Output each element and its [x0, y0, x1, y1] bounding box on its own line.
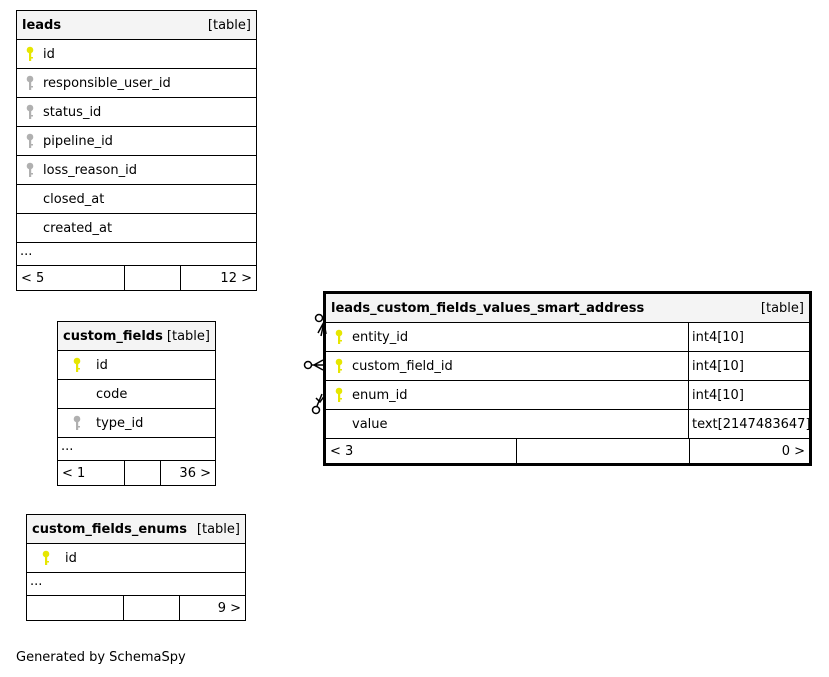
more-columns: ... [58, 438, 215, 461]
column-row[interactable]: closed_at [17, 185, 256, 214]
table-header[interactable]: leads_custom_fields_values_smart_address… [326, 294, 809, 323]
rows-count [124, 461, 160, 485]
column-name: custom_field_id [352, 358, 453, 374]
parents-count[interactable] [27, 596, 123, 620]
table-footer: < 3 0 > [326, 439, 809, 463]
column-name: code [96, 386, 128, 402]
column-name: loss_reason_id [43, 162, 137, 178]
table-leads[interactable]: leads [table] id responsible_user_id status_… [16, 10, 257, 291]
table-name: custom_fields [63, 328, 163, 344]
column-row[interactable]: responsible_user_id [17, 69, 256, 98]
rows-count [124, 266, 180, 290]
column-row[interactable]: loss_reason_id [17, 156, 256, 185]
foreign-key-icon [17, 133, 43, 149]
column-row[interactable]: custom_field_id int4[10] [326, 352, 809, 381]
column-name: status_id [43, 104, 102, 120]
parents-count[interactable]: < 1 [62, 465, 86, 481]
table-footer: < 1 36 > [58, 461, 215, 485]
column-row[interactable]: code [58, 380, 215, 409]
foreign-key-icon [17, 162, 43, 178]
parents-count[interactable]: < 5 [21, 270, 45, 286]
foreign-key-icon [58, 415, 96, 431]
primary-key-icon [27, 550, 65, 566]
column-row[interactable]: enum_id int4[10] [326, 381, 809, 410]
primary-key-icon [326, 358, 352, 374]
rows-count [515, 439, 690, 463]
more-columns: ... [17, 243, 256, 266]
column-row[interactable]: entity_id int4[10] [326, 323, 809, 352]
table-kind: [table] [207, 17, 251, 33]
relationship-custom-field [303, 359, 324, 371]
foreign-key-icon [17, 104, 43, 120]
column-row[interactable]: id [27, 544, 245, 573]
column-name: closed_at [43, 191, 105, 207]
more-columns: ... [27, 573, 245, 596]
column-type: int4[10] [688, 352, 809, 380]
children-count[interactable]: 0 > [689, 439, 809, 463]
children-count[interactable]: 12 > [179, 266, 256, 290]
table-custom-fields-enums[interactable]: custom_fields_enums [table] id...9 > [26, 514, 246, 621]
column-row[interactable]: type_id [58, 409, 215, 438]
column-name: created_at [43, 220, 113, 236]
children-count[interactable]: 9 > [178, 596, 245, 620]
generated-by-credit: Generated by SchemaSpy [16, 650, 186, 665]
table-footer: 9 > [27, 596, 245, 620]
column-row[interactable]: id [17, 40, 256, 69]
rows-count [123, 596, 179, 620]
column-name: pipeline_id [43, 133, 113, 149]
table-header[interactable]: custom_fields_enums [table] [27, 515, 245, 544]
column-name: id [96, 357, 108, 373]
table-kind: [table] [760, 300, 804, 316]
column-row[interactable]: value text[2147483647] [326, 410, 811, 439]
column-name: id [65, 550, 77, 566]
parents-count[interactable]: < 3 [330, 443, 354, 459]
column-row[interactable]: pipeline_id [17, 127, 256, 156]
column-name: value [352, 416, 388, 432]
column-type: text[2147483647] [688, 410, 811, 438]
column-type: int4[10] [688, 323, 809, 351]
table-header[interactable]: custom_fields[table] [58, 322, 215, 351]
table-kind: [table] [166, 328, 210, 344]
primary-key-icon [58, 357, 96, 373]
table-leads-custom-fields-values-smart-address[interactable]: leads_custom_fields_values_smart_address… [323, 291, 812, 466]
column-name: id [43, 46, 55, 62]
column-row[interactable]: status_id [17, 98, 256, 127]
foreign-key-icon [17, 75, 43, 91]
table-kind: [table] [196, 521, 240, 537]
column-name: responsible_user_id [43, 75, 171, 91]
primary-key-icon [326, 329, 352, 345]
primary-key-icon [326, 387, 352, 403]
column-row[interactable]: created_at [17, 214, 256, 243]
children-count[interactable]: 36 > [159, 461, 215, 485]
column-name: type_id [96, 415, 144, 431]
table-name: leads [22, 17, 62, 33]
column-row[interactable]: id [58, 351, 215, 380]
table-header[interactable]: leads [table] [17, 11, 256, 40]
column-name: entity_id [352, 329, 409, 345]
table-name: leads_custom_fields_values_smart_address [331, 300, 645, 316]
table-name: custom_fields_enums [32, 521, 187, 537]
column-name: enum_id [352, 387, 408, 403]
table-footer: < 5 12 > [17, 266, 256, 290]
primary-key-icon [17, 46, 43, 62]
column-type: int4[10] [688, 381, 809, 409]
